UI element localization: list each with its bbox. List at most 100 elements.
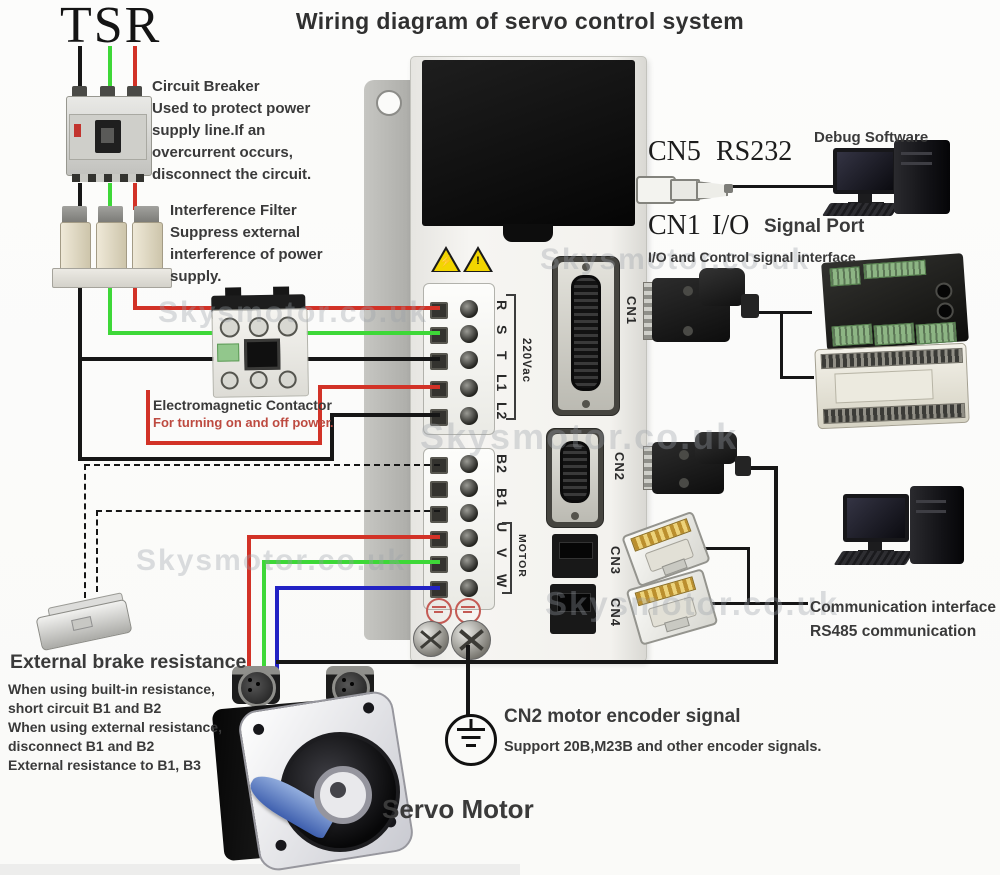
wire-l2 bbox=[330, 413, 440, 417]
cn4-port-label: CN4 bbox=[608, 598, 623, 628]
motor-bracket-label: MOTOR bbox=[516, 534, 528, 578]
encoder-cable bbox=[750, 466, 778, 470]
wire-t-phase bbox=[78, 46, 82, 88]
cn1-plug-image bbox=[643, 268, 763, 360]
brake-resistance-title: External brake resistance bbox=[10, 651, 247, 673]
wire-r-phase bbox=[133, 183, 137, 210]
terminal-label-l1: L1 bbox=[494, 374, 510, 393]
circuit-breaker-image bbox=[66, 86, 152, 184]
terminal-b1 bbox=[428, 504, 488, 523]
wire-t-phase bbox=[78, 183, 82, 210]
terminal-label-b2: B2 bbox=[494, 454, 510, 474]
servo-motor-image bbox=[211, 660, 416, 874]
motor-terminal-block bbox=[423, 448, 495, 610]
interference-filter-title: Interference Filter bbox=[170, 202, 297, 219]
circuit-breaker-title: Circuit Breaker bbox=[152, 78, 260, 95]
wire-l1 bbox=[146, 390, 150, 445]
wire-v bbox=[262, 560, 440, 564]
encoder-cable bbox=[276, 660, 778, 664]
cn1-label: CN1 bbox=[648, 210, 701, 241]
ground-wire bbox=[466, 645, 470, 717]
wire-v bbox=[262, 560, 266, 695]
wire-l1 bbox=[318, 385, 322, 445]
wire-r-phase bbox=[133, 46, 137, 88]
terminal-label-w: W bbox=[494, 574, 510, 589]
debug-software-label: Debug Software bbox=[814, 129, 929, 146]
io-label: I/O bbox=[712, 210, 750, 241]
warning-high-voltage-icon: ⚡ bbox=[431, 246, 461, 272]
cn2-port-label: CN2 bbox=[612, 452, 627, 482]
watermark: Skysmotor.co.uk bbox=[136, 544, 407, 577]
wire-l1 bbox=[146, 441, 322, 445]
rs232-label: RS232 bbox=[716, 136, 793, 167]
brake-resistance-notes: When using built-in resistance, short ci… bbox=[8, 681, 222, 773]
wire-s-phase bbox=[108, 183, 112, 210]
wire-l2 bbox=[330, 413, 334, 461]
watermark: Skysmotor.co.uk bbox=[420, 416, 739, 457]
brake-resistor-image bbox=[32, 588, 133, 658]
cn2-plug-image bbox=[643, 428, 761, 504]
voltage-bracket bbox=[514, 294, 516, 420]
wire-s-phase bbox=[108, 46, 112, 88]
interference-filter-callout: Interference Filter Suppress external in… bbox=[170, 202, 323, 285]
watermark: Skysmotor.co.uk bbox=[540, 243, 811, 276]
terminal-label-u: U bbox=[494, 522, 510, 534]
cn5-plug-image bbox=[636, 168, 736, 208]
bottom-band bbox=[0, 864, 520, 875]
wire-w bbox=[275, 586, 279, 700]
signal-port-label: Signal Port bbox=[764, 216, 865, 237]
cn1-connector bbox=[552, 256, 620, 416]
rs485-cable bbox=[747, 547, 750, 605]
terminal-l2 bbox=[428, 407, 488, 426]
io-cable bbox=[780, 311, 783, 379]
terminal-w bbox=[428, 579, 488, 598]
interference-filter-image bbox=[52, 206, 172, 290]
encoder-cable bbox=[774, 466, 778, 663]
wire-u bbox=[247, 535, 251, 684]
mounting-screw bbox=[413, 621, 449, 657]
encoder-signal-title: CN2 motor encoder signal bbox=[504, 706, 741, 727]
terminal-label-s: S bbox=[494, 325, 510, 336]
rs232-cable bbox=[728, 185, 834, 188]
cn3-port-label: CN3 bbox=[608, 546, 623, 576]
communication-callout: Communication interface RS485 communicat… bbox=[810, 599, 997, 640]
io-interface-subtitle: I/O and Control signal interface bbox=[648, 249, 856, 265]
terminal-spare bbox=[428, 479, 488, 498]
brand-logo: TSR bbox=[60, 0, 162, 54]
terminal-label-v: V bbox=[494, 548, 510, 559]
rs485-cable bbox=[708, 602, 808, 605]
wire-u bbox=[247, 535, 440, 539]
terminal-label-t: T bbox=[494, 351, 510, 361]
wire-w bbox=[275, 586, 440, 590]
watermark: Skysmotor.co.uk bbox=[545, 585, 840, 622]
drive-display-panel bbox=[422, 60, 635, 226]
cn4-port bbox=[550, 584, 596, 634]
rs485-cable bbox=[700, 547, 750, 550]
wire-b1-dashed bbox=[96, 510, 440, 512]
contactor-callout: Electromagnetic Contactor For turning on… bbox=[153, 397, 334, 431]
wire-b1-dashed bbox=[96, 510, 98, 592]
terminal-label-l2: L2 bbox=[494, 402, 510, 421]
watermark: Skysmotor.co.uk bbox=[158, 296, 429, 329]
terminal-v bbox=[428, 554, 488, 573]
page-title: Wiring diagram of servo control system bbox=[295, 8, 745, 34]
contactor-subtitle: For turning on and off power. bbox=[153, 415, 334, 430]
plc-board-image bbox=[814, 342, 970, 430]
terminal-label-b1: B1 bbox=[494, 488, 510, 508]
drive-panel-tab bbox=[503, 224, 553, 242]
wire-s-phase bbox=[108, 288, 112, 335]
voltage-label: 220Vac bbox=[520, 338, 532, 384]
mounting-hole bbox=[376, 90, 402, 116]
motor-bracket bbox=[510, 522, 512, 594]
io-cable bbox=[780, 376, 814, 379]
wire-t-phase bbox=[78, 288, 82, 461]
wire-b2-dashed bbox=[84, 464, 86, 598]
warning-caution-icon: ! bbox=[463, 246, 493, 272]
io-cable bbox=[754, 311, 812, 314]
encoder-signal-subtitle: Support 20B,M23B and other encoder signa… bbox=[504, 739, 822, 755]
terminal-label-r: R bbox=[494, 300, 510, 312]
protective-earth-icon bbox=[445, 714, 497, 766]
servo-motor-label: Servo Motor bbox=[382, 794, 534, 824]
wire-b2-dashed bbox=[84, 464, 440, 466]
